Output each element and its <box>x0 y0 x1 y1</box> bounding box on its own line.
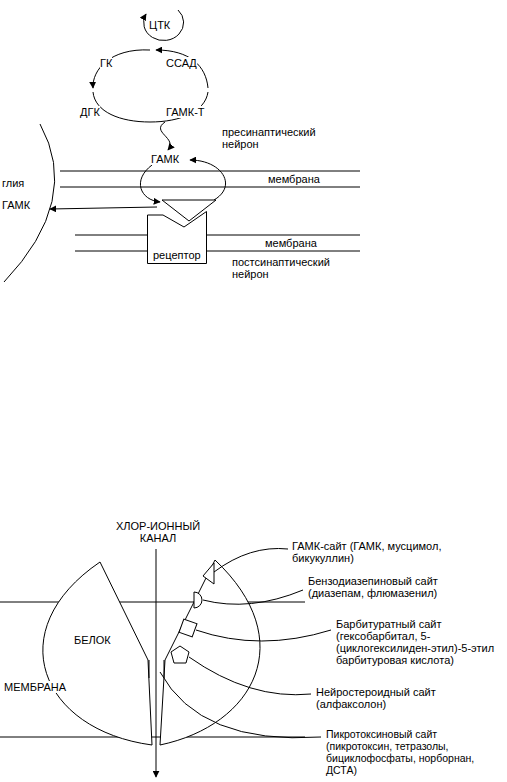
membrane-line <box>0 737 305 738</box>
site-label: Пикротоксиновый сайт (пикротоксин, тетра… <box>326 728 491 776</box>
region-label: постсинаптический нейрон <box>232 256 350 280</box>
leader-line <box>160 672 321 738</box>
cycle-label: ЦТК <box>149 19 170 31</box>
leader-line <box>189 657 311 695</box>
reuptake-arrow <box>190 160 226 200</box>
enzyme-label: ГК <box>100 57 112 69</box>
leader-line <box>196 630 331 641</box>
region-label: пресинаптический нейрон <box>222 126 332 150</box>
node-text: ГАМК <box>2 199 30 211</box>
tca-cycle-arrow <box>144 10 184 41</box>
protein-subunit <box>43 562 152 745</box>
site-label: ГАМК-сайт (ГАМК, мусцимол, бикукуллин) <box>292 540 467 564</box>
membrane-label: мембрана <box>265 237 317 249</box>
membrane-line <box>75 251 360 252</box>
flow-arrow <box>160 122 170 150</box>
membrane-line <box>60 171 360 172</box>
protein-subunit <box>160 560 260 745</box>
site-label: Нейростероидный сайт (алфаксолон) <box>316 686 441 710</box>
molecule-label: ГАМК <box>151 153 179 165</box>
enzyme-label: ДГК <box>80 106 100 118</box>
channel-pore <box>149 660 150 678</box>
enzyme-label: ССАД <box>166 57 197 69</box>
benzodiazepine-site <box>194 592 202 608</box>
gaba-molecule <box>162 200 216 221</box>
shunt-arrow <box>93 92 208 122</box>
membrane-label: мембрана <box>268 173 320 185</box>
glia-region: глияГАМК <box>2 177 30 211</box>
leader-line <box>203 590 303 604</box>
site-label: Барбитуратный сайт (гексобарбитал, 5-(ци… <box>336 618 496 666</box>
receptor-outline <box>148 212 207 264</box>
channel-label: ХЛОР-ИОННЫЙ КАНАЛ <box>114 520 202 544</box>
shunt-arrow <box>93 50 150 88</box>
leader-line <box>214 548 288 572</box>
site-label: Бензодиазепиновый сайт (диазепам, флюмаз… <box>308 575 443 599</box>
barbiturate-site <box>179 619 197 637</box>
node-text: рецептор <box>153 249 201 261</box>
enzyme-label: ГАМК-Т <box>166 106 205 118</box>
channel-axis <box>156 549 157 777</box>
membrane-line <box>60 187 360 188</box>
node-text: глия <box>2 177 24 189</box>
membrane-line <box>75 235 360 236</box>
neurosteroid-site <box>171 646 189 663</box>
gaba-site <box>203 563 214 584</box>
channel-pore <box>164 660 165 678</box>
protein-label: БЕЛОК <box>74 634 111 646</box>
receptor-box: рецептор <box>147 211 207 264</box>
shunt-arrow <box>156 50 208 88</box>
membrane-label: МЕМБРАНА <box>4 681 66 693</box>
glia-uptake-arrow <box>50 207 157 209</box>
